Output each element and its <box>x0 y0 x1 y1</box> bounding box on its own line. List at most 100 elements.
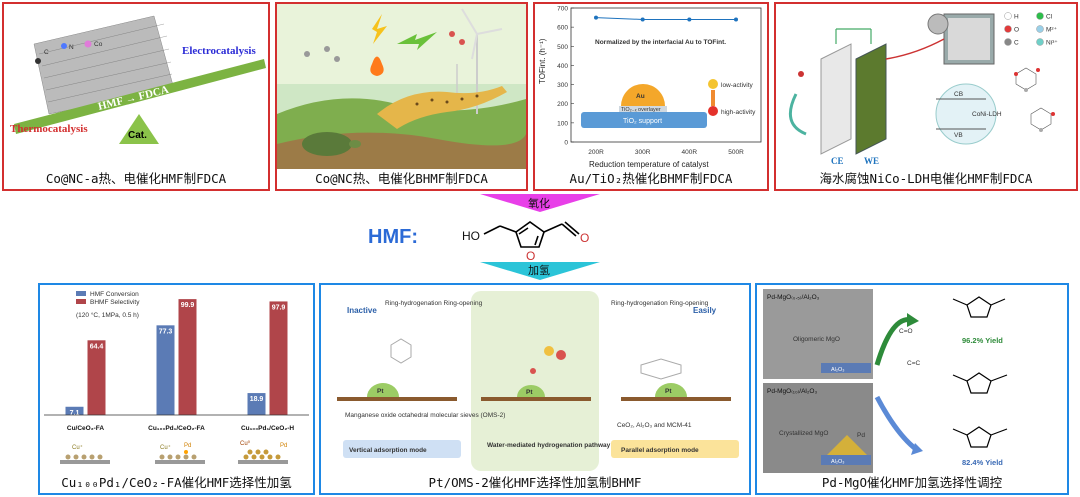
category-label: Cu₁₀₀Pd₁/CeO₂-H <box>241 425 294 432</box>
pt-left <box>367 383 399 397</box>
pd-label: Pd <box>857 432 865 439</box>
yield-1: 96.2% Yield <box>962 336 1003 345</box>
low-activity-dot <box>708 79 718 89</box>
tem-top-label: Pd-MgO₍₀.₅₎/Al₂O₃ <box>767 294 820 301</box>
caption: Au/TiO₂热催化BHMF制FDCA <box>569 171 733 186</box>
ring-o-label: O <box>526 249 535 263</box>
panel-cupd-ceo2: HMF Conversion BHMF Selectivity (120 °C,… <box>38 283 315 495</box>
legend-atom-dot <box>1036 25 1044 33</box>
bar <box>269 301 288 415</box>
legend-conversion: HMF Conversion <box>90 291 139 298</box>
panel-co-nc: Co@NC热、电催化BHMF制FDCA <box>275 2 528 191</box>
panel-pt-oms2: Inactive Ring-hydrogenation Ring-opening… <box>319 283 751 495</box>
al2o3-label-bot: Al₂O₃ <box>831 459 845 465</box>
aldehyde-o-label: O <box>580 231 589 245</box>
pt-right <box>655 383 687 397</box>
caption: Pt/OMS-2催化HMF选择性加氢制BHMF <box>428 475 642 490</box>
x-tick-label: 400R <box>682 149 698 156</box>
plot-frame <box>570 7 762 143</box>
overlayer-label: TiO₂₋ₓ overlayer <box>621 107 661 113</box>
legend-atom-dot <box>1004 12 1012 20</box>
overlayer <box>619 106 667 112</box>
normalized-note: Normalized by the interfacial Au to TOFi… <box>595 39 726 46</box>
bar-value-label: 64.4 <box>90 343 104 350</box>
center-hmf-section: 氧化 HMF: HO O O 加氢 <box>368 194 600 280</box>
y-tick-label: 500 <box>557 44 568 51</box>
legend-atom-label: C <box>1014 40 1019 47</box>
ho-label: HO <box>462 229 480 243</box>
oxidation-label: 氧化 <box>528 196 550 210</box>
atom-label-co: Co <box>94 41 103 48</box>
oligo-label: Oligomeric MgO <box>793 336 840 343</box>
hmf-label: HMF: <box>368 226 418 248</box>
c-o-label: C=O <box>899 328 913 335</box>
series-line <box>595 17 736 20</box>
legend-atom-dot <box>1036 12 1044 20</box>
legend-atom-label: Cl <box>1046 14 1053 21</box>
bar-value-label: 18.9 <box>250 396 264 403</box>
caption: Co@NC-a热、电催化HMF制FDCA <box>45 171 227 186</box>
data-point <box>687 17 692 22</box>
caption: Pd-MgO催化HMF加氢选择性调控 <box>821 475 1003 490</box>
high-activity-dot <box>708 106 718 116</box>
ldh-label: CoNi-LDH <box>972 111 1002 118</box>
pt-right-label: Pt <box>665 388 672 395</box>
thermocatalysis-label: Thermocatalysis <box>10 123 88 135</box>
parallel-mode-box <box>611 440 739 458</box>
bar-value-label: 7.1 <box>70 410 80 417</box>
legend-atom-dot <box>1036 38 1044 46</box>
bar-value-label: 97.9 <box>272 304 286 311</box>
x-axis-label: Reduction temperature of catalyst <box>589 160 709 169</box>
bar <box>87 340 106 415</box>
bar-value-label: 77.3 <box>159 328 173 335</box>
atom-label-c: C <box>44 49 49 56</box>
tem-bottom-label: Pd-MgO₍₁₀₎/Al₂O₃ <box>767 388 817 395</box>
oxidation-arrow <box>480 194 600 212</box>
x-tick-label: 200R <box>588 149 604 156</box>
legend-atom-label: H <box>1014 14 1019 21</box>
y-axis-label: TOFint. (h⁻¹) <box>538 38 547 84</box>
species-illustrations: Cu⁺ Pd Cu⁺ Cu⁰ Pd <box>60 440 288 464</box>
high-activity-label: high-activity <box>721 109 756 116</box>
conditions-label: (120 °C, 1MPa, 0.5 h) <box>76 311 139 319</box>
bar <box>156 325 175 415</box>
oms-label: Manganese oxide octahedral molecular sie… <box>345 412 505 419</box>
species-cu0: Cu⁰ <box>240 440 251 447</box>
legend-swatch-conversion <box>76 291 86 296</box>
legend-atom-label: O <box>1014 27 1019 34</box>
hmf-structure <box>483 221 580 248</box>
legend-swatch-selectivity <box>76 299 86 304</box>
cat-label: Cat. <box>128 130 147 141</box>
y-tick-label: 0 <box>564 140 568 147</box>
legend-atom-label: Ni³⁺ <box>1046 40 1058 47</box>
caption: Co@NC热、电催化BHMF制FDCA <box>315 171 488 186</box>
data-point <box>734 17 738 22</box>
low-activity-label: low-activity <box>721 82 754 89</box>
vb-label: VB <box>954 132 963 139</box>
bar-value-label: 99.9 <box>181 302 195 309</box>
y-tick-label: 200 <box>557 101 568 108</box>
category-label: Cu₁₀₀Pd₁/CeO₂-FA <box>148 425 205 432</box>
vertical-mode-box <box>343 440 461 458</box>
caption: Cu₁₀₀Pd₁/CeO₂-FA催化HMF选择性加氢 <box>61 475 292 490</box>
y-tick-label: 300 <box>557 82 568 89</box>
bar <box>65 406 84 415</box>
reduction-label: 加氢 <box>528 263 550 277</box>
panel-co-nc-a: C N Co HMF → FDCA Cat. Electrocatalysis … <box>2 2 270 191</box>
bar-chart: HMF Conversion BHMF Selectivity (120 °C,… <box>44 291 309 464</box>
species-cu-plus-1: Cu⁺ <box>72 444 83 451</box>
y-tick-label: 100 <box>557 120 568 127</box>
caption: 海水腐蚀NiCo-LDH电催化HMF制FDCA <box>819 171 1033 186</box>
legend-atom-dot <box>1004 25 1012 33</box>
panel-pd-mgo: Pd-MgO₍₀.₅₎/Al₂O₃ Pd-MgO₍₁₀₎/Al₂O₃ Oligo… <box>755 283 1069 495</box>
data-point <box>594 15 598 20</box>
pt-left-label: Pt <box>377 388 384 395</box>
ce-label: CE <box>831 156 844 166</box>
cb-label: CB <box>954 91 963 98</box>
easily-label: Easily <box>693 306 717 315</box>
pd-mgo-illustration: Pd-MgO₍₀.₅₎/Al₂O₃ Pd-MgO₍₁₀₎/Al₂O₃ Oligo… <box>763 289 1008 473</box>
species-pd-1: Pd <box>184 443 191 449</box>
